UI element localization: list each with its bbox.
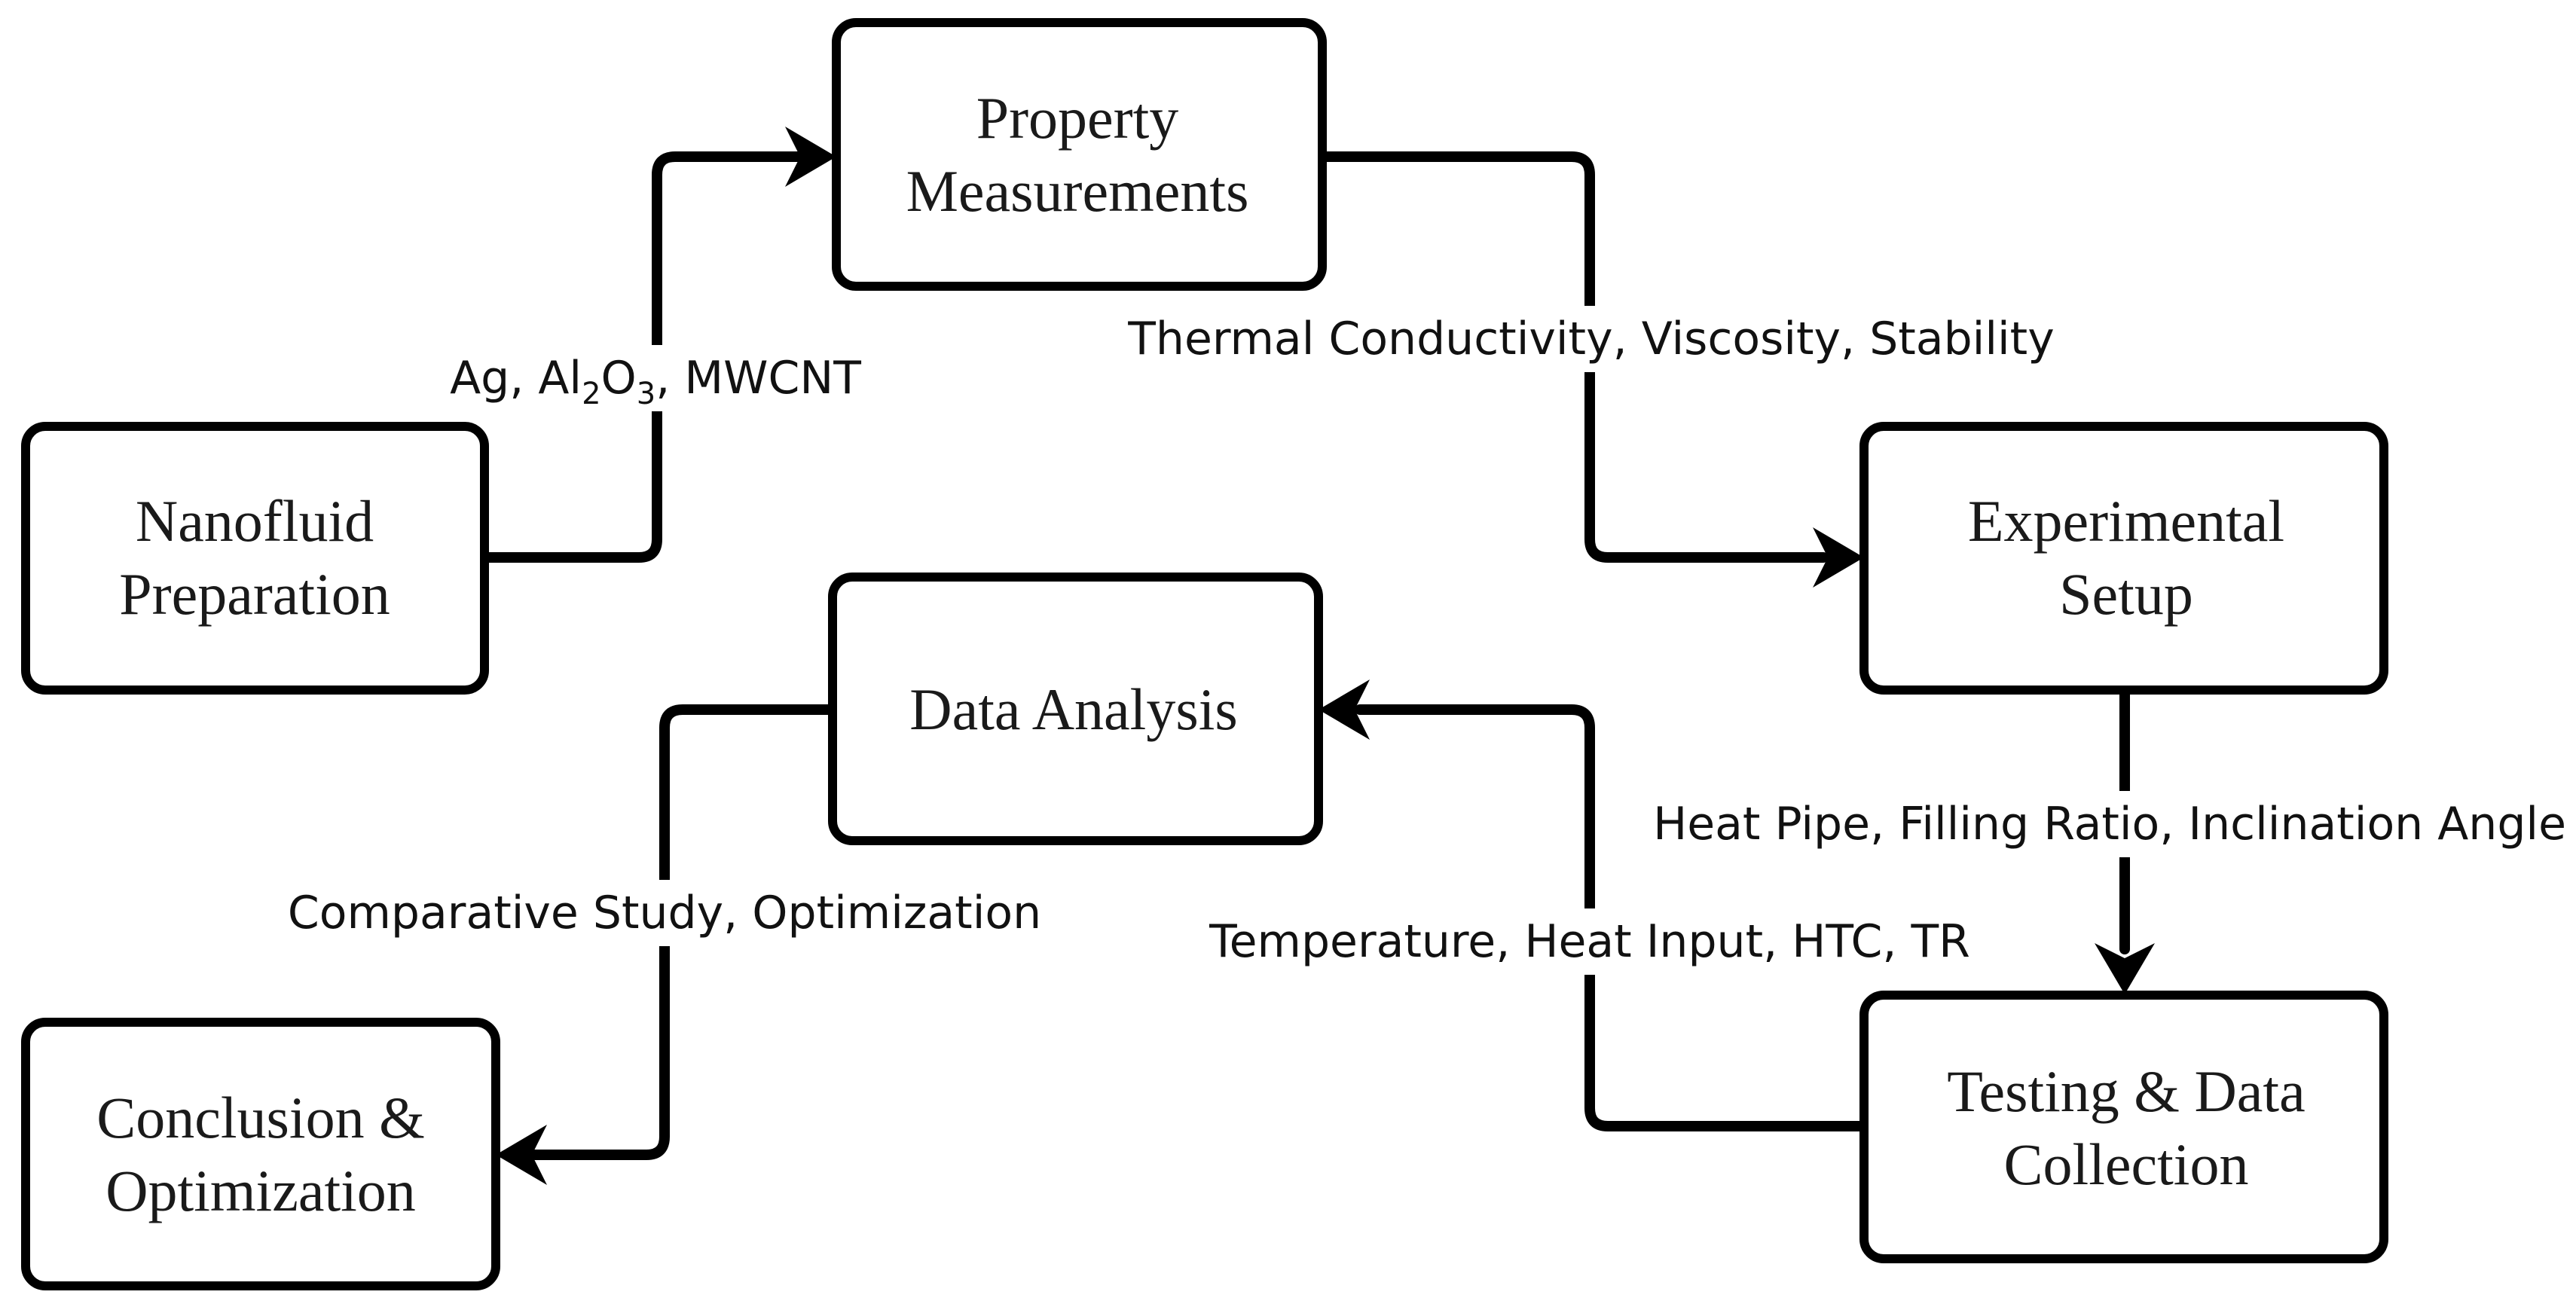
- arrowhead-to-conclusion: [496, 1125, 547, 1185]
- svg-text:Comparative Study, Optimizatio: Comparative Study, Optimization: [288, 887, 1041, 939]
- arrowhead-to-experimental: [1813, 527, 1864, 588]
- svg-text:Setup: Setup: [2059, 561, 2193, 627]
- edge-label-testing-to-analysis: Temperature, Heat Input, HTC, TR: [1209, 908, 1970, 975]
- node-data-analysis: Data Analysis: [828, 573, 1323, 845]
- svg-text:Testing & Data: Testing & Data: [1947, 1058, 2305, 1124]
- arrowhead-to-property: [785, 127, 836, 187]
- node-testing-data-collection: Testing & Data Collection: [1859, 991, 2388, 1263]
- node-experimental-setup: Experimental Setup: [1859, 422, 2388, 695]
- svg-text:Temperature, Heat Input, HTC,: Temperature, Heat Input, HTC, TR: [1209, 915, 1970, 968]
- node-nanofluid-preparation: Nanofluid Preparation: [21, 422, 489, 695]
- svg-text:Property: Property: [976, 85, 1179, 151]
- edge-label-analysis-to-conclusion: Comparative Study, Optimization: [288, 880, 1041, 946]
- svg-text:Measurements: Measurements: [906, 158, 1249, 224]
- node-conclusion-optimization: Conclusion & Optimization: [21, 1018, 500, 1290]
- svg-text:Thermal Conductivity, Viscosit: Thermal Conductivity, Viscosity, Stabili…: [1127, 313, 2054, 365]
- edge-label-nanofluid-to-property: Ag, Al2O3, MWCNT: [450, 345, 861, 411]
- edge-label-experimental-to-testing: Heat Pipe, Filling Ratio, Inclination An…: [1653, 791, 2571, 857]
- svg-text:Experimental: Experimental: [1968, 488, 2284, 554]
- svg-text:Optimization: Optimization: [105, 1158, 416, 1223]
- svg-text:Nanofluid: Nanofluid: [136, 488, 374, 554]
- svg-text:Data Analysis: Data Analysis: [909, 676, 1237, 742]
- svg-text:Conclusion &: Conclusion &: [96, 1085, 425, 1150]
- node-property-measurements: Property Measurements: [832, 18, 1327, 291]
- arrowhead-to-testing: [2095, 943, 2155, 994]
- arrowhead-to-analysis: [1319, 679, 1370, 740]
- svg-text:Collection: Collection: [2004, 1131, 2249, 1197]
- svg-text:Ag, Al2O3, MWCNT: Ag, Al2O3, MWCNT: [450, 352, 861, 411]
- edge-label-property-to-experimental: Thermal Conductivity, Viscosity, Stabili…: [1127, 306, 2055, 372]
- svg-text:Preparation: Preparation: [119, 561, 390, 627]
- svg-text:Heat Pipe, Filling Ratio, Incl: Heat Pipe, Filling Ratio, Inclination An…: [1653, 798, 2566, 850]
